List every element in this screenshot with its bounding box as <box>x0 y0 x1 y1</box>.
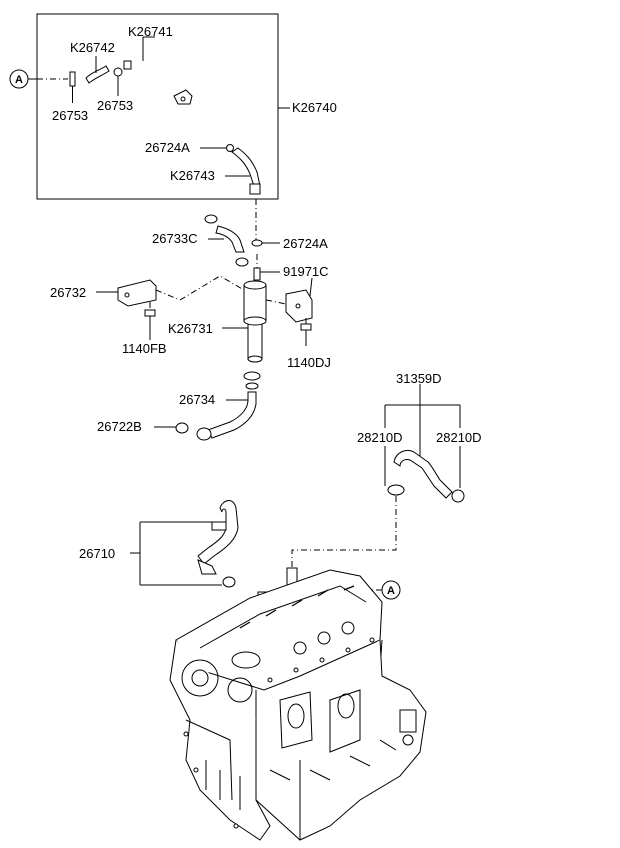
label-k26740: K26740 <box>292 100 337 115</box>
label-k26731: K26731 <box>168 321 213 336</box>
label-91971c: 91971C <box>283 264 329 279</box>
label-26710: 26710 <box>79 546 115 561</box>
label-1140dj: 1140DJ <box>287 355 331 370</box>
engine-block <box>169 567 427 841</box>
hose-26734 <box>207 391 257 439</box>
clip-28210d-right <box>451 489 465 503</box>
label-k26742: K26742 <box>70 40 115 55</box>
hose-31359d <box>393 449 453 499</box>
hose-clip <box>204 214 218 224</box>
hose-26733c <box>215 225 245 253</box>
assembly-box <box>36 13 279 200</box>
label-26733c: 26733C <box>152 231 198 246</box>
label-26724a-top: 26724A <box>145 140 190 155</box>
clip-part <box>113 67 123 96</box>
label-26734: 26734 <box>179 392 215 407</box>
oil-separator <box>243 280 267 363</box>
clip-28210d-left <box>387 484 405 496</box>
part-labels: K26741 K26742 26753 26753 K26740 26724A … <box>50 24 482 561</box>
hose-26710 <box>197 500 239 588</box>
svg-text:A: A <box>387 585 395 597</box>
label-28210d-left: 28210D <box>357 430 403 445</box>
hose-k26743 <box>226 144 261 195</box>
clip-26722b <box>175 422 189 434</box>
bracket-right <box>285 289 313 323</box>
short-hose-part <box>85 56 110 84</box>
ref-marker-a-left: A <box>9 69 68 89</box>
label-26724a-mid: 26724A <box>283 236 328 251</box>
label-28210d-right: 28210D <box>436 430 482 445</box>
label-k26743: K26743 <box>170 168 215 183</box>
bracket-26732 <box>96 279 157 307</box>
bolt-1140fb <box>144 309 156 340</box>
breather-pipe <box>123 36 218 137</box>
svg-text:A: A <box>15 74 23 86</box>
label-31359d: 31359D <box>396 371 442 386</box>
pin-part <box>69 71 76 103</box>
label-1140fb: 1140FB <box>122 341 167 356</box>
label-26732: 26732 <box>50 285 86 300</box>
label-26753-left: 26753 <box>52 108 88 123</box>
bolt-1140dj <box>300 323 312 346</box>
label-k26741: K26741 <box>128 24 173 39</box>
label-26722b: 26722B <box>97 419 142 434</box>
label-26753-right: 26753 <box>97 98 133 113</box>
